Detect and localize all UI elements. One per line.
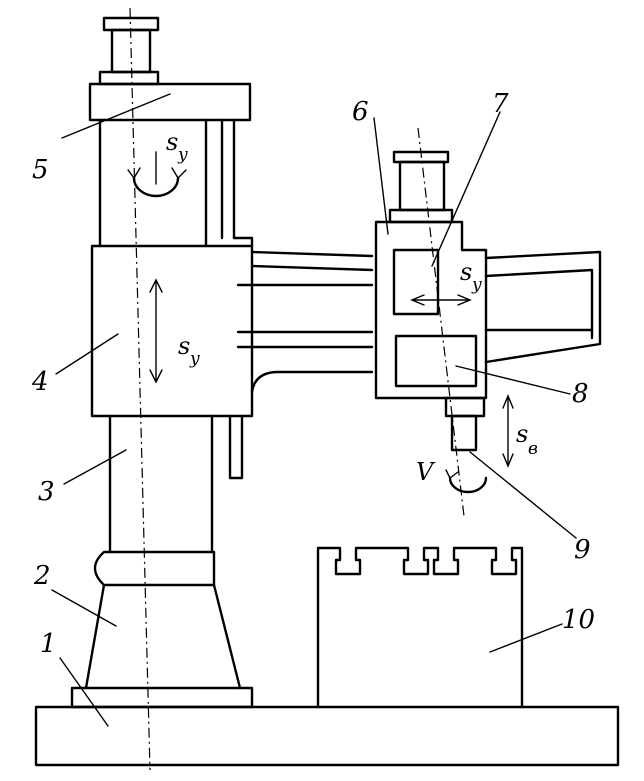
base-plate xyxy=(34,705,620,767)
column-pedestal xyxy=(70,550,254,709)
feed-label-spindle-sub: в xyxy=(528,439,538,459)
feed-label-head-s: s xyxy=(460,258,472,286)
column-axis xyxy=(129,7,151,771)
part-label-1: 1 xyxy=(40,629,57,659)
feed-label-column-s: s xyxy=(166,128,178,156)
drilling-head xyxy=(374,150,488,400)
part-label-2: 2 xyxy=(33,561,51,591)
part-label-9: 9 xyxy=(574,535,591,565)
feed-label-sleeve-sub: y xyxy=(189,349,200,369)
part-label-6: 6 xyxy=(352,97,369,127)
part-label-5: 5 xyxy=(32,155,49,185)
sleeve-and-arm xyxy=(90,244,602,418)
feed-label-head-sub: y xyxy=(471,275,482,295)
feed-label-spindle-s: s xyxy=(516,420,528,448)
feed-label-sleeve-s: s xyxy=(178,332,190,360)
work-table xyxy=(316,546,524,709)
feed-label-column-sub: y xyxy=(177,145,188,165)
column-top-motor xyxy=(88,16,254,248)
spindle-axis xyxy=(417,127,465,517)
part-label-10: 10 xyxy=(562,605,595,635)
part-label-3: 3 xyxy=(38,477,55,507)
column xyxy=(108,414,244,554)
feed-gearbox xyxy=(394,334,478,388)
motion-arrows xyxy=(127,151,514,494)
leader-lines xyxy=(51,93,577,727)
part-label-8: 8 xyxy=(572,379,589,409)
speed-label: V xyxy=(416,458,436,486)
spindle xyxy=(444,396,486,452)
part-label-4: 4 xyxy=(31,367,49,397)
part-label-7: 7 xyxy=(492,89,509,119)
traverse-gearbox xyxy=(392,248,440,316)
